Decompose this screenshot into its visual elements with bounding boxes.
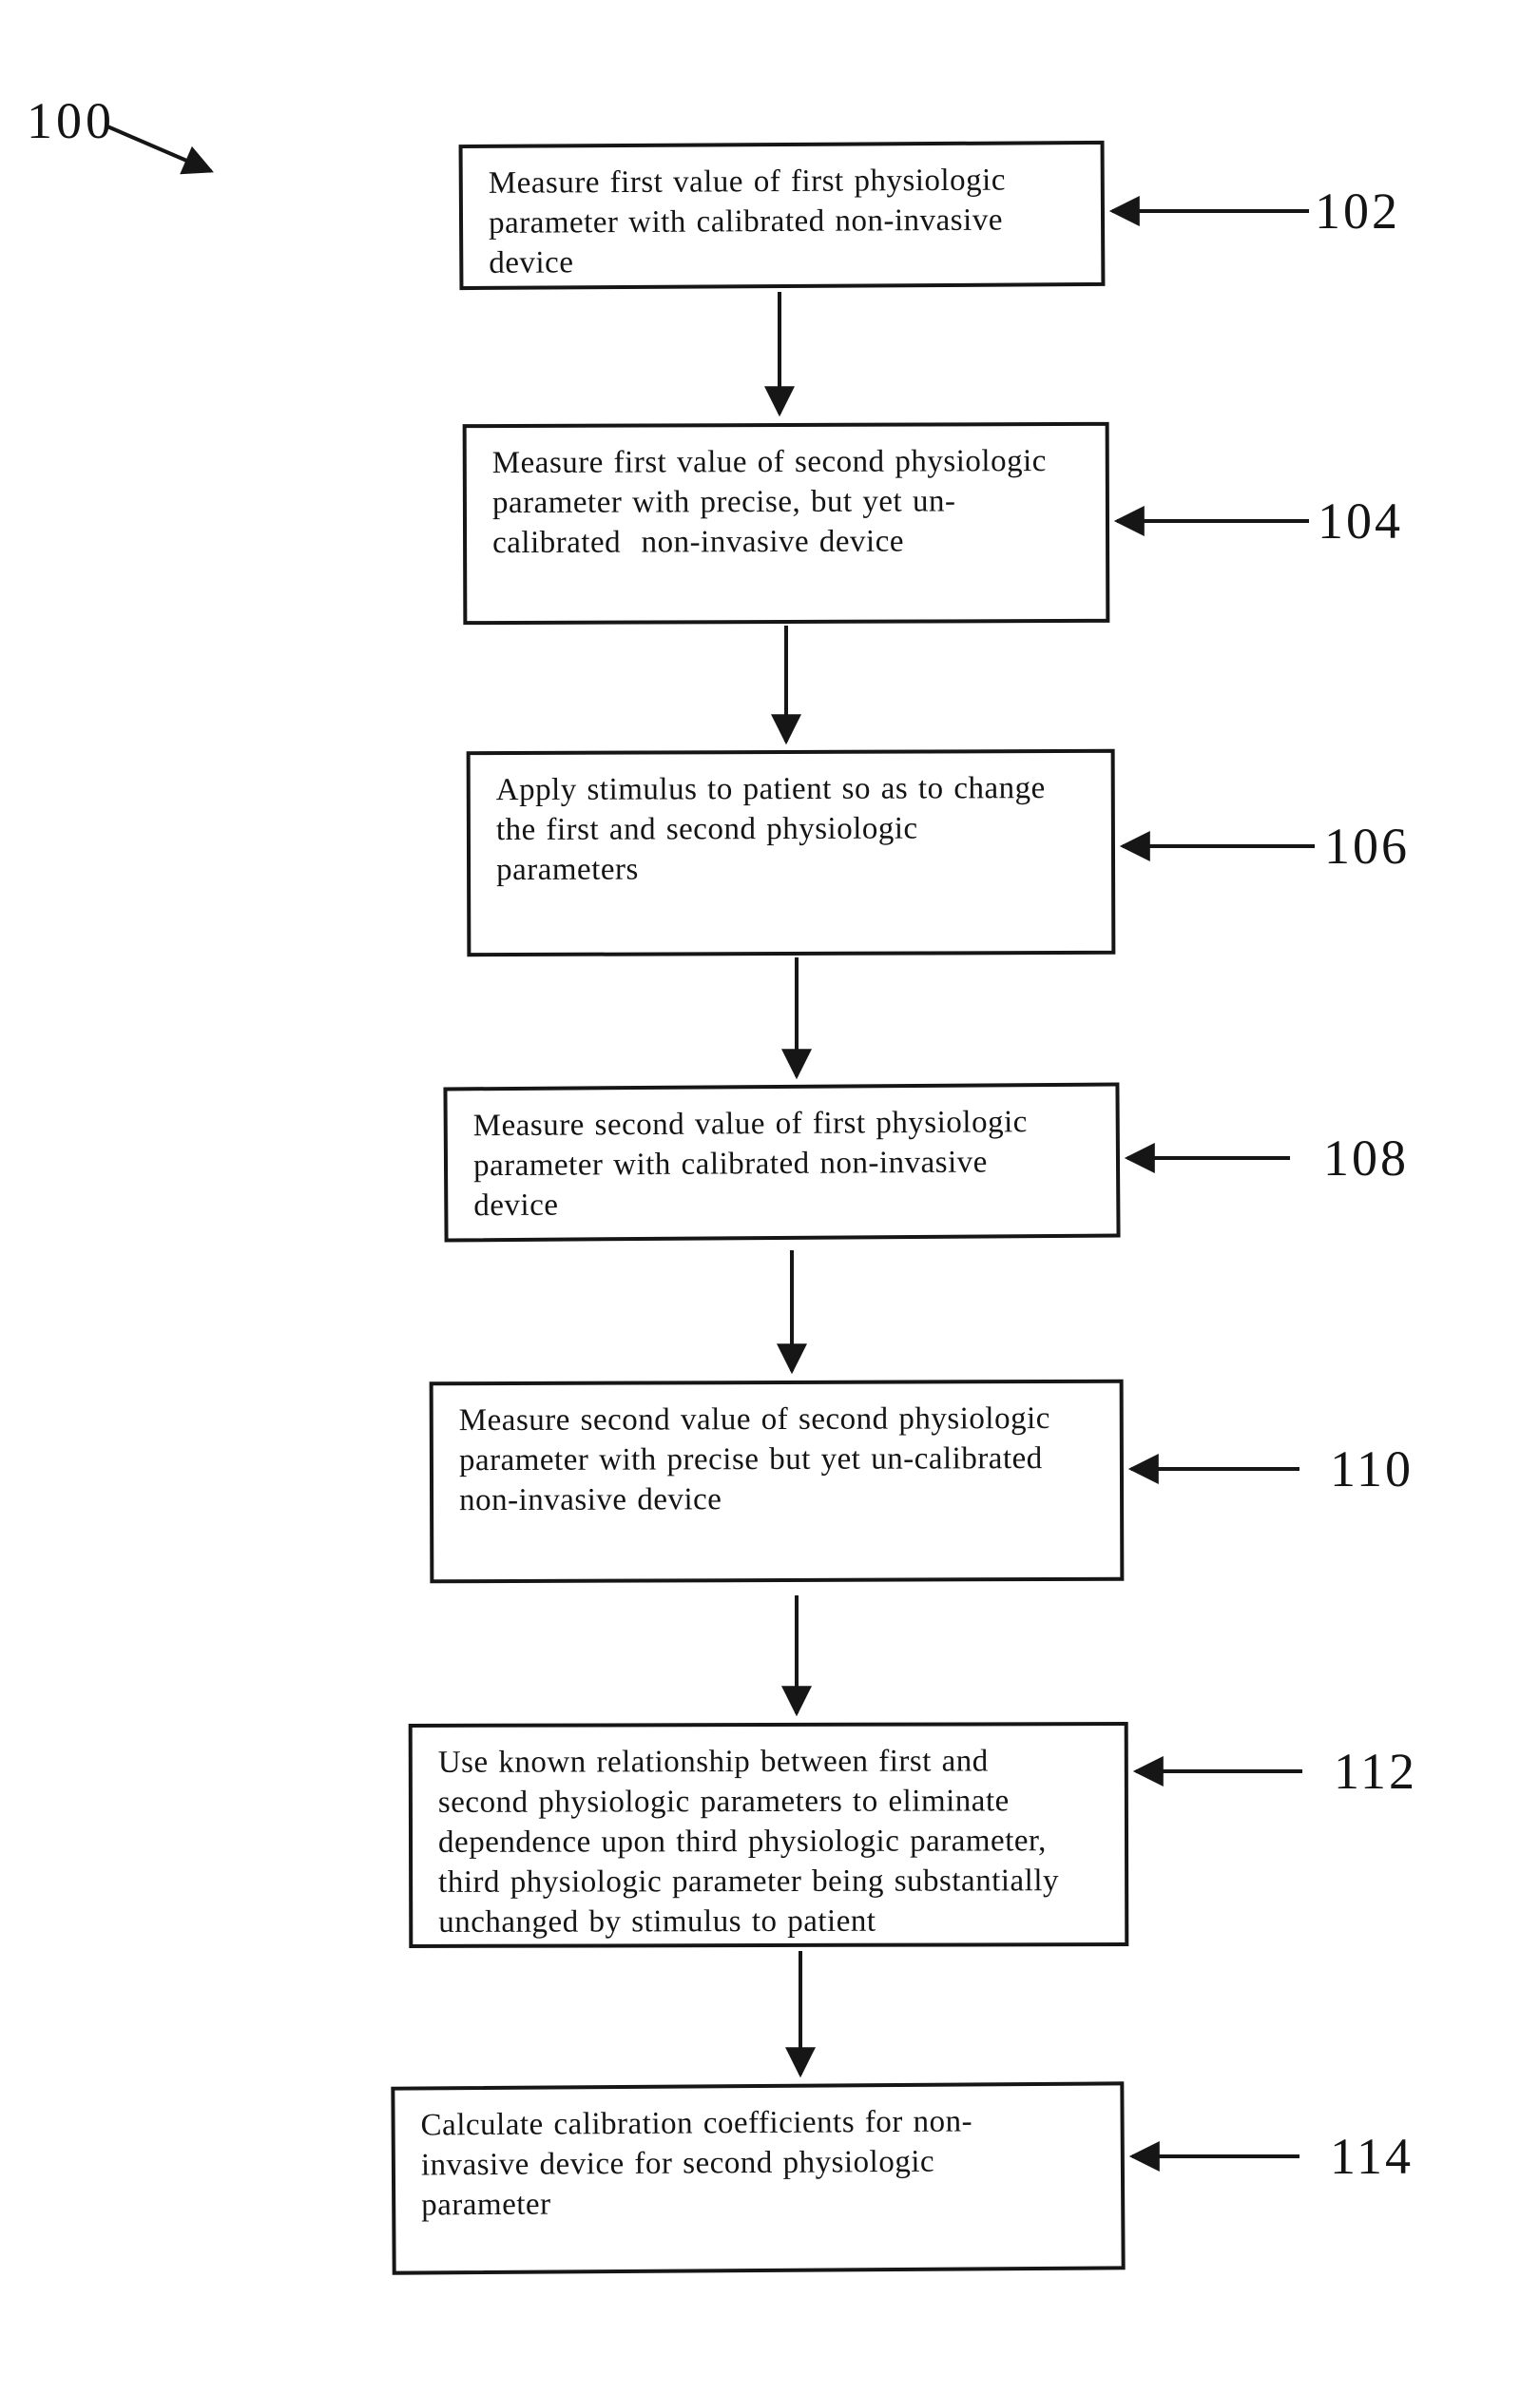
ref-label-106: 106 — [1324, 818, 1410, 875]
step-box-114: Calculate calibration coefficients for n… — [391, 2081, 1126, 2275]
ref-label-110: 110 — [1330, 1440, 1414, 1497]
step-box-112: Use known relationship between first and… — [408, 1722, 1129, 1948]
ref-label-112: 112 — [1334, 1743, 1417, 1800]
step-box-106: Apply stimulus to patient so as to chang… — [466, 748, 1116, 957]
step-box-108: Measure second value of first physiologi… — [443, 1082, 1121, 1243]
ref-label-102: 102 — [1315, 183, 1400, 240]
ref-label-114: 114 — [1330, 2128, 1414, 2185]
figure-number-label: 100 — [27, 92, 115, 149]
step-box-102: Measure first value of first physiologic… — [458, 140, 1106, 291]
figure-label-arrow — [106, 125, 214, 175]
ref-label-104: 104 — [1318, 493, 1403, 550]
ref-label-108: 108 — [1323, 1130, 1409, 1187]
step-box-110: Measure second value of second physiolog… — [429, 1379, 1125, 1584]
step-box-104: Measure first value of second physiologi… — [462, 421, 1110, 626]
